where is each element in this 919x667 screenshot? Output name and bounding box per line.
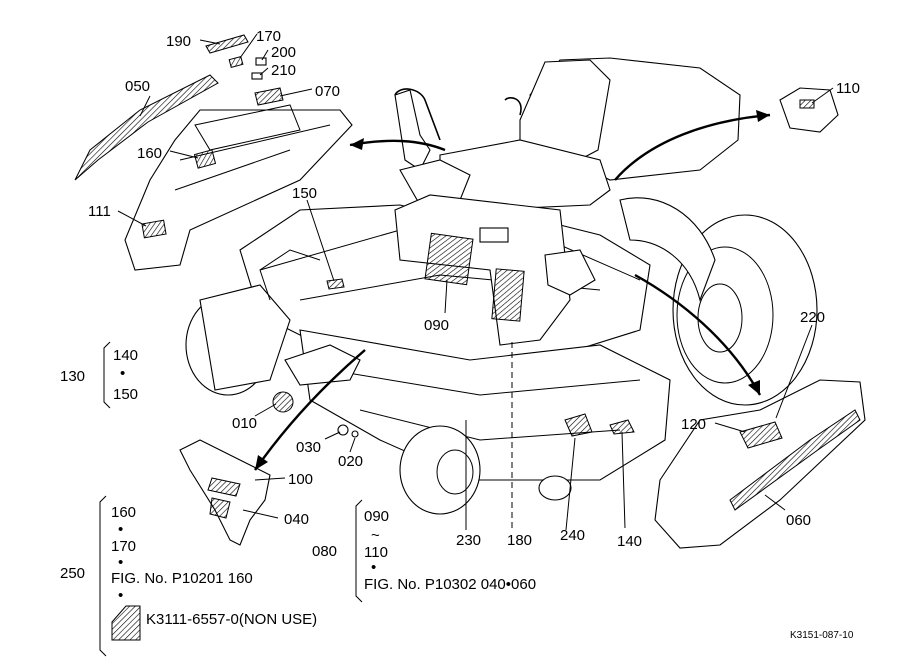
callout-110: 110 — [836, 80, 860, 97]
callout-170: 170 — [256, 28, 281, 45]
decal-150 — [326, 278, 345, 290]
callout-010: 010 — [232, 415, 257, 432]
callout-030: 030 — [296, 439, 321, 456]
callout-050: 050 — [125, 78, 150, 95]
group-250-fig: FIG. No. P10201 160 — [111, 570, 253, 587]
decal-210 — [251, 72, 263, 80]
group-250-dot3: • — [118, 587, 123, 604]
emblem-010 — [272, 391, 294, 413]
group-080-dot: • — [371, 559, 376, 576]
non-use-decal-symbol — [111, 605, 141, 641]
callout-100: 100 — [288, 471, 313, 488]
group-080-line2: 110 — [364, 544, 388, 561]
callout-200: 200 — [271, 44, 296, 61]
callout-210: 210 — [271, 62, 296, 79]
washer-030 — [337, 424, 349, 436]
callout-111: 111 — [88, 203, 111, 220]
nut-020 — [351, 430, 359, 438]
group-130-top: 140 — [113, 347, 138, 364]
callout-190: 190 — [166, 33, 191, 50]
callout-labels: 190 170 200 210 070 050 160 111 150 090 … — [88, 28, 860, 560]
part-110 — [779, 87, 839, 133]
left-fender-part — [124, 104, 353, 271]
callout-020: 020 — [338, 453, 363, 470]
callout-040: 040 — [284, 511, 309, 528]
callout-150: 150 — [292, 185, 317, 202]
group-250-label: 250 — [60, 565, 85, 582]
group-130-label: 130 — [60, 368, 85, 385]
callout-090: 090 — [424, 317, 449, 334]
callout-160: 160 — [137, 145, 162, 162]
group-250-line1: 160 — [111, 504, 136, 521]
group-250-line2: 170 — [111, 538, 136, 555]
leader-lines — [117, 33, 834, 531]
group-250: 250 160 • 170 • FIG. No. P10201 160 • K3… — [60, 495, 317, 657]
assembly-arrows — [254, 110, 771, 471]
callout-140: 140 — [617, 533, 642, 550]
callout-180: 180 — [507, 532, 532, 549]
decal-050 — [74, 74, 219, 181]
group-130-dot: • — [120, 365, 125, 382]
group-080: 090 ~ 110 • FIG. No. P10302 040•060 — [355, 499, 536, 603]
group-080-tilde: ~ — [371, 527, 380, 544]
right-fender-part — [654, 379, 866, 549]
decal-200 — [255, 57, 267, 66]
group-250-dot1: • — [118, 521, 123, 538]
callout-220: 220 — [800, 309, 825, 326]
callout-060: 060 — [786, 512, 811, 529]
callout-070: 070 — [315, 83, 340, 100]
callout-120: 120 — [681, 416, 706, 433]
decal-190 — [205, 34, 249, 54]
callout-240: 240 — [560, 527, 585, 544]
group-130-bottom: 150 — [113, 386, 138, 403]
drawing-code: K3151-087-10 — [790, 630, 854, 641]
group-250-dot2: • — [118, 554, 123, 571]
panel-070 — [254, 87, 284, 106]
callout-230: 230 — [456, 532, 481, 549]
group-080-line1: 090 — [364, 508, 389, 525]
group-130: 130 140 • 150 — [60, 341, 138, 409]
callout-080: 080 — [312, 543, 337, 560]
group-080-fig: FIG. No. P10302 040•060 — [364, 576, 536, 593]
front-bracket-part — [179, 439, 271, 546]
group-250-part-number: K3111-6557-0(NON USE) — [146, 611, 317, 628]
decal-170 — [228, 55, 244, 69]
mower-body — [185, 57, 818, 515]
